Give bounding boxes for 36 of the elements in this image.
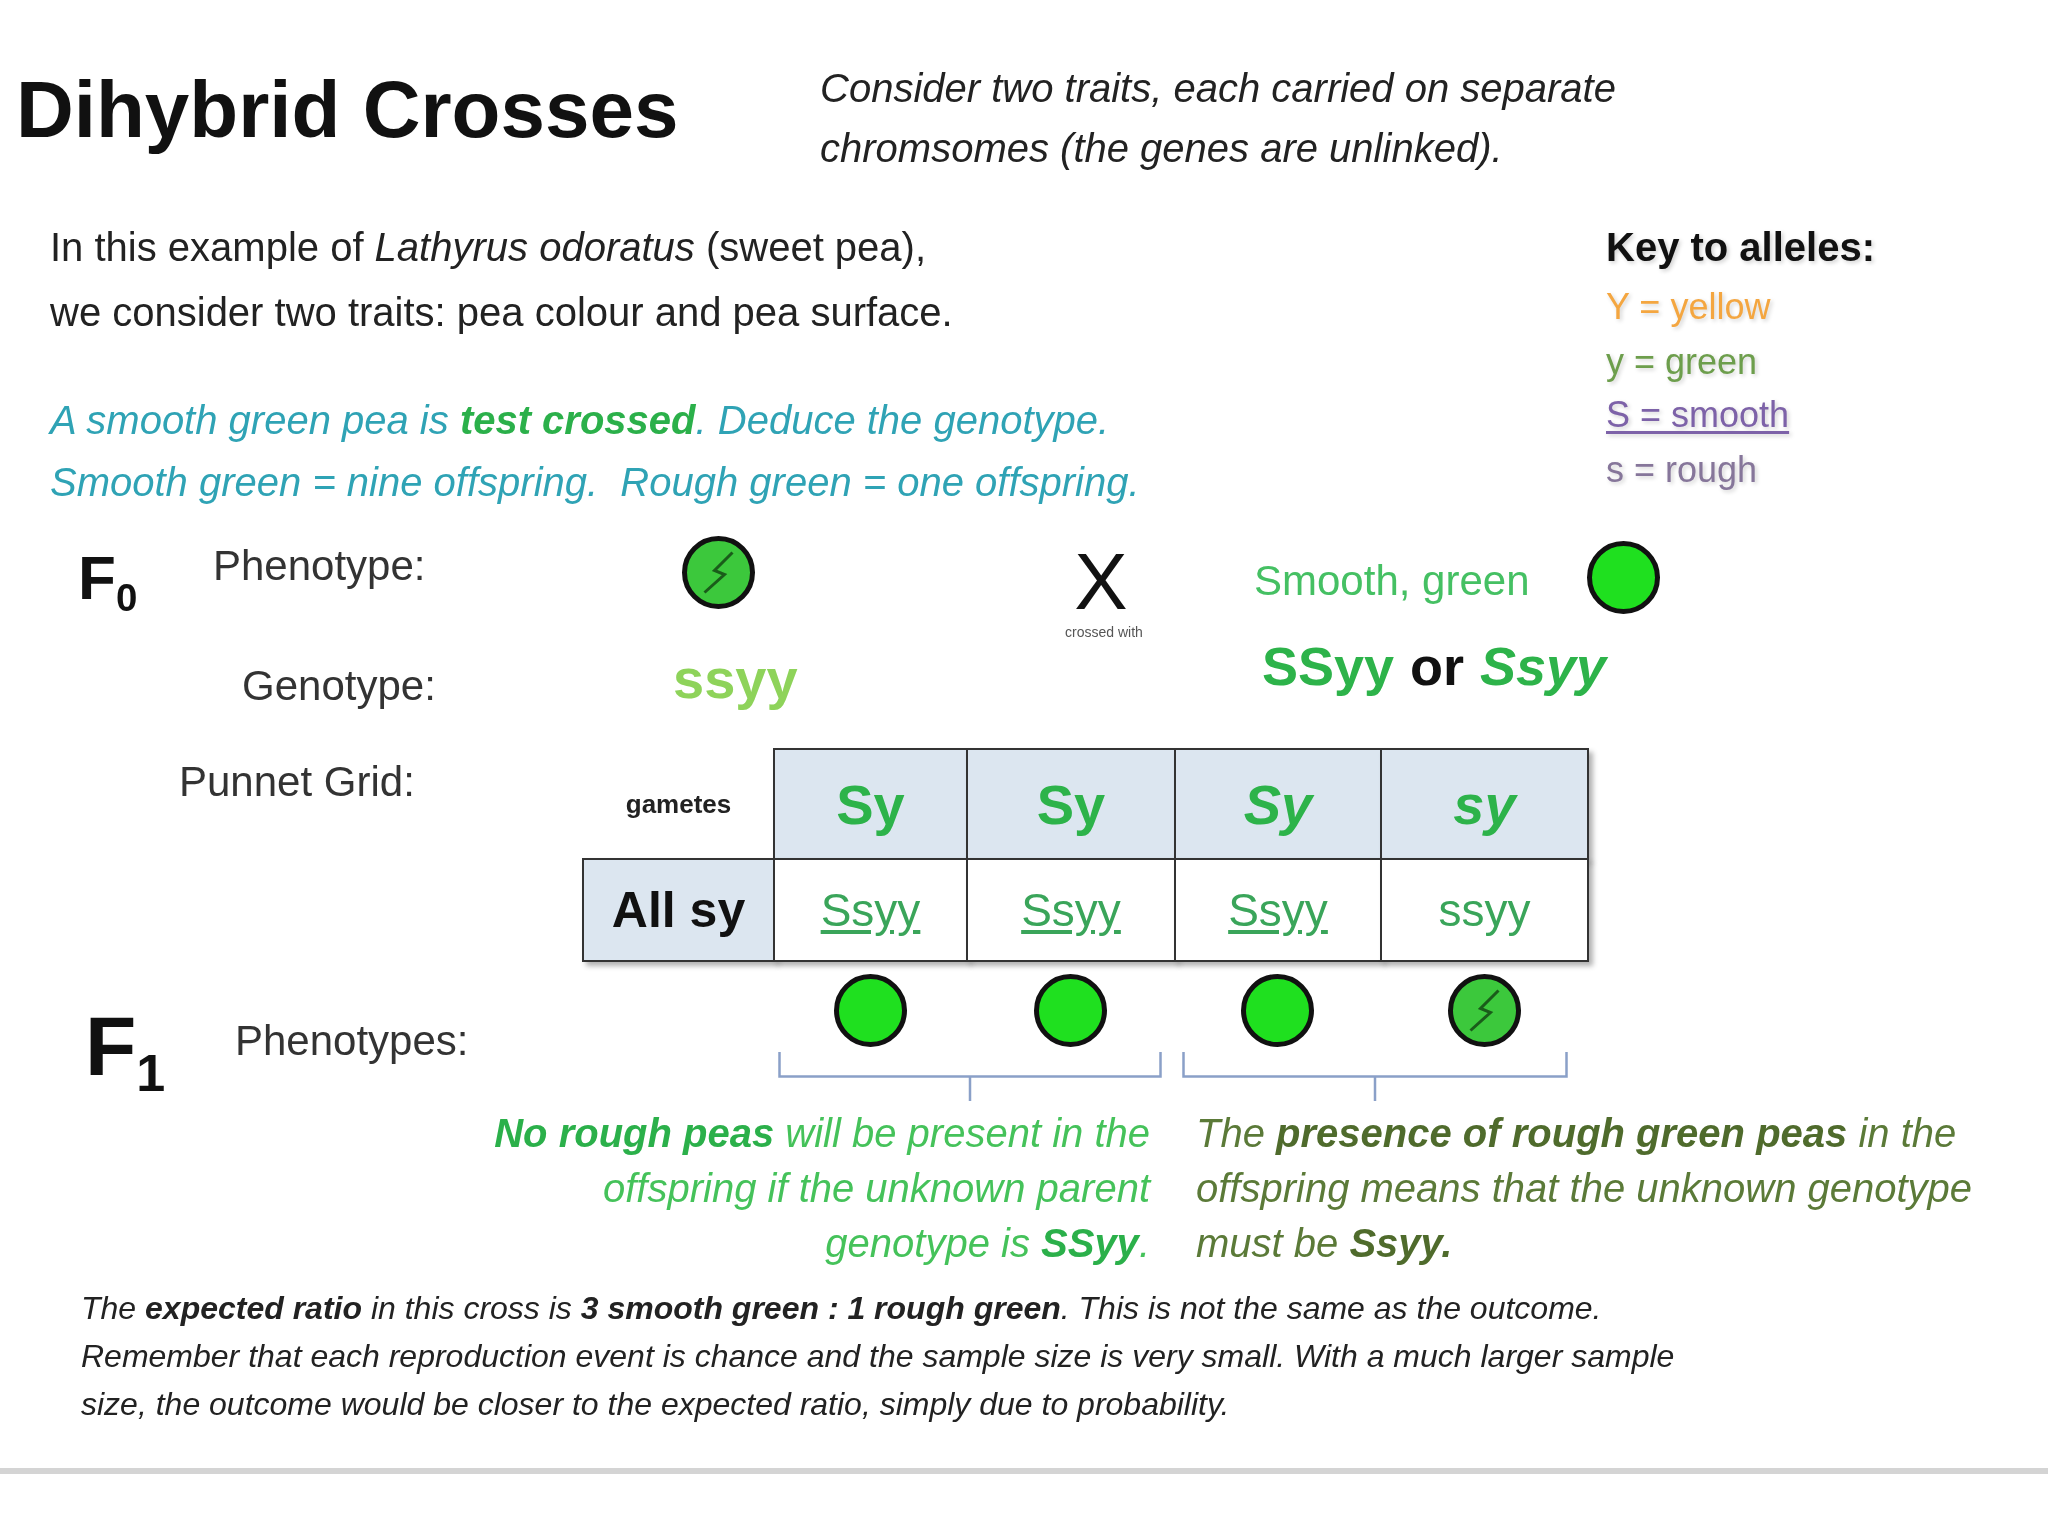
- generation-label: F$_{1}$: [85, 998, 166, 1096]
- intro-paragraph: In this example of Lathyrus odoratus (sweet pea), we consider two traits: pea colour and pea surface.: [50, 224, 954, 336]
- explanation-text: No rough peas will be present in the offspring if the unknown parent genotype is SSyy.: [493, 1110, 1150, 1267]
- key-heading: Key to alleles:: [1606, 224, 1875, 271]
- page-title: Dihybrid Crosses: [16, 64, 679, 156]
- cross-caption: crossed with: [1064, 624, 1144, 640]
- genotype-text: ssyy: [673, 646, 798, 712]
- gamete-header-cell: Sy: [966, 748, 1176, 860]
- row-label: Phenotypes:: [235, 1016, 469, 1066]
- cross-symbol: X: [1073, 545, 1129, 619]
- row-label: Genotype:: [242, 661, 436, 711]
- intro-text: Consider two traits, each carried on separate chromsomes (the genes are unlinked).: [820, 65, 1617, 172]
- genotype-text: Ssyy: [1480, 635, 1607, 698]
- gamete-header-cell: Sy: [1174, 748, 1382, 860]
- explanation-text: The presence of rough green peas in the offspring means that the unknown genotype must be Ssyy.: [1196, 1110, 1974, 1267]
- generation-label: F$_{0}$: [78, 542, 138, 616]
- allele-key-entry: Y = yellow: [1606, 285, 1771, 329]
- offspring-genotype-cell: Ssyy: [773, 858, 968, 962]
- phenotype-text: Smooth, green: [1254, 556, 1530, 606]
- conclusion-paragraph: The expected ratio in this cross is 3 smooth green : 1 rough green. This is not the same as the outcome. Remember that each reproduction event is chance and the sample size is very small. With a much larger sample size, the outcome would be closer to the expected ratio, simply due to probability.: [81, 1289, 1676, 1424]
- gamete-header-cell: Sy: [773, 748, 968, 860]
- task-text: A smooth green pea is test crossed. Deduce the genotype.: [50, 397, 1110, 444]
- gamete-header-cell: sy: [1380, 748, 1589, 860]
- allele-key-entry: s = rough: [1606, 448, 1758, 492]
- offspring-genotype-cell: Ssyy: [966, 858, 1176, 962]
- allele-key-entry: S = smooth: [1606, 393, 1790, 437]
- parent-gamete-cell: All sy: [582, 858, 775, 962]
- row-label: Phenotype:: [213, 541, 426, 591]
- row-label: Punnet Grid:: [179, 757, 415, 807]
- corner-label: gametes: [624, 787, 733, 821]
- offspring-genotype-cell: ssyy: [1380, 858, 1589, 962]
- task-text: Smooth green = nine offspring. Rough green = one offspring.: [50, 459, 1140, 506]
- conjunction-text: or: [1410, 635, 1464, 698]
- genotype-text: SSyy: [1262, 635, 1395, 698]
- allele-key-entry: y = green: [1606, 340, 1758, 384]
- offspring-genotype-cell: Ssyy: [1174, 858, 1382, 962]
